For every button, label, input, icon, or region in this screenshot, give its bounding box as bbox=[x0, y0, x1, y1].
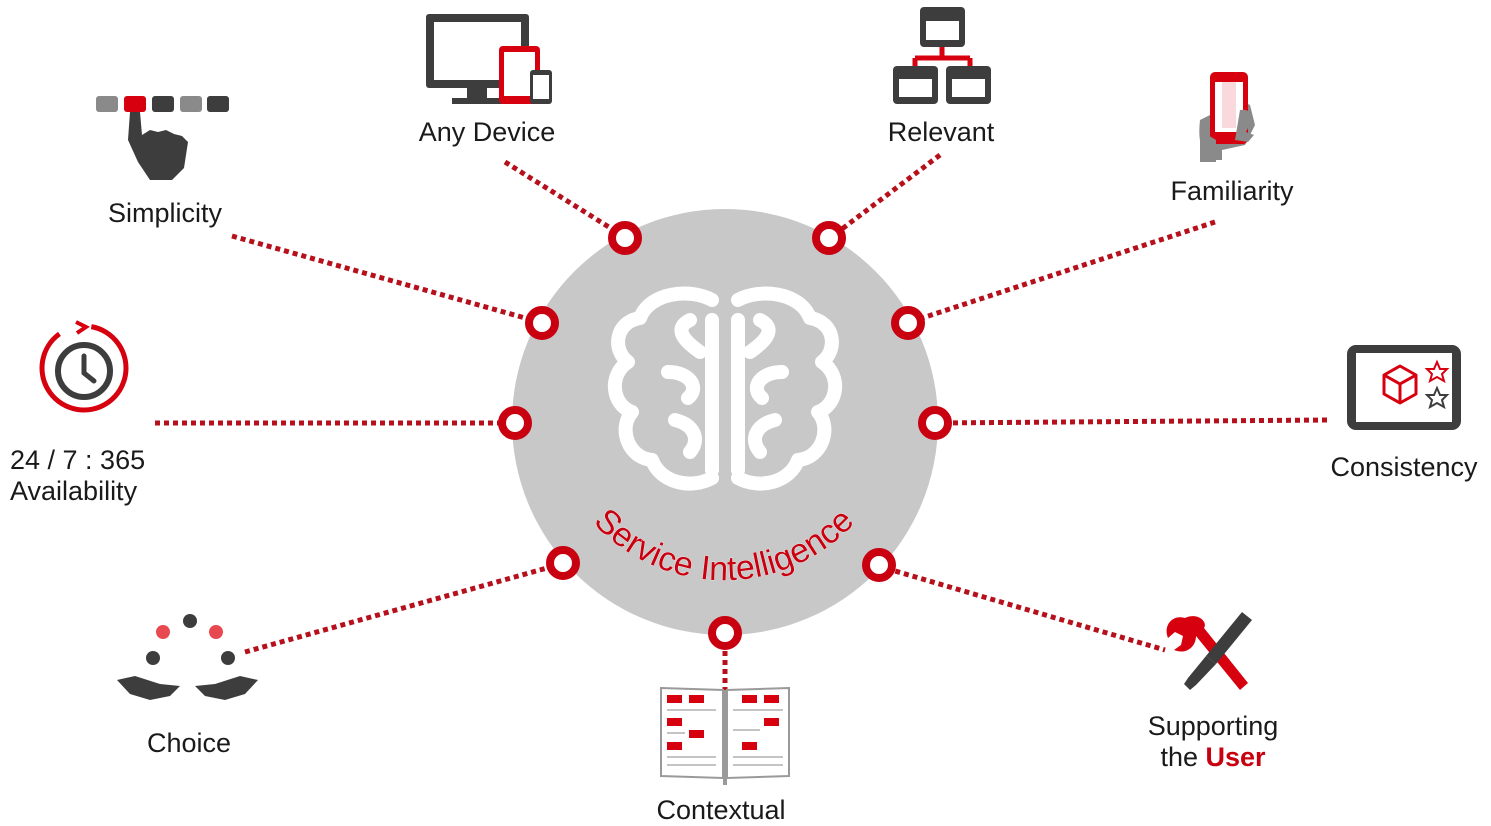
label-availability-line1: 24 / 7 : 365 bbox=[10, 445, 146, 475]
node-any-device bbox=[608, 221, 642, 255]
node-relevant bbox=[812, 221, 846, 255]
tools-icon bbox=[1166, 612, 1252, 690]
juggling-hands-icon bbox=[117, 614, 258, 700]
hand-select-icon bbox=[96, 96, 229, 180]
node-supporting bbox=[862, 548, 896, 582]
connector-any-device bbox=[503, 159, 630, 242]
label-supporting-highlight: User bbox=[1205, 742, 1266, 772]
label-contextual: Contextual bbox=[656, 795, 786, 825]
label-choice: Choice bbox=[146, 728, 232, 758]
node-consistency bbox=[918, 406, 952, 440]
connector-lines bbox=[155, 153, 1329, 692]
node-choice bbox=[546, 546, 580, 580]
node-availability bbox=[498, 406, 532, 440]
label-consistency: Consistency bbox=[1330, 452, 1478, 482]
label-simplicity: Simplicity bbox=[107, 198, 223, 228]
label-any-device: Any Device bbox=[418, 117, 556, 147]
label-supporting-line1: Supporting bbox=[1147, 711, 1279, 741]
connector-simplicity bbox=[231, 233, 544, 326]
node-simplicity bbox=[525, 306, 559, 340]
connector-supporting bbox=[877, 563, 1166, 653]
node-rings bbox=[498, 221, 952, 650]
clock-icon bbox=[39, 320, 129, 413]
center-circle bbox=[512, 209, 938, 635]
connector-familiarity bbox=[909, 219, 1216, 325]
label-supporting-prefix: the bbox=[1160, 742, 1206, 772]
label-supporting-line2: the User bbox=[1148, 742, 1279, 773]
label-supporting: Supporting the User bbox=[1148, 711, 1279, 773]
connector-relevant bbox=[828, 153, 942, 240]
label-familiarity: Familiarity bbox=[1170, 176, 1294, 206]
smartphone-in-hand-icon bbox=[1199, 72, 1255, 162]
connector-consistency bbox=[934, 417, 1329, 426]
tablet-cube-stars-icon bbox=[1347, 345, 1461, 430]
brain-icon bbox=[607, 286, 843, 491]
label-relevant: Relevant bbox=[887, 117, 995, 147]
node-contextual bbox=[708, 616, 742, 650]
devices-icon bbox=[426, 14, 552, 104]
node-familiarity bbox=[891, 306, 925, 340]
label-availability: 24 / 7 : 365 Availability bbox=[10, 445, 145, 507]
label-availability-line2: Availability bbox=[10, 476, 138, 506]
connector-choice bbox=[244, 560, 566, 655]
open-book-icon bbox=[660, 686, 790, 785]
hierarchy-icon bbox=[893, 7, 991, 104]
